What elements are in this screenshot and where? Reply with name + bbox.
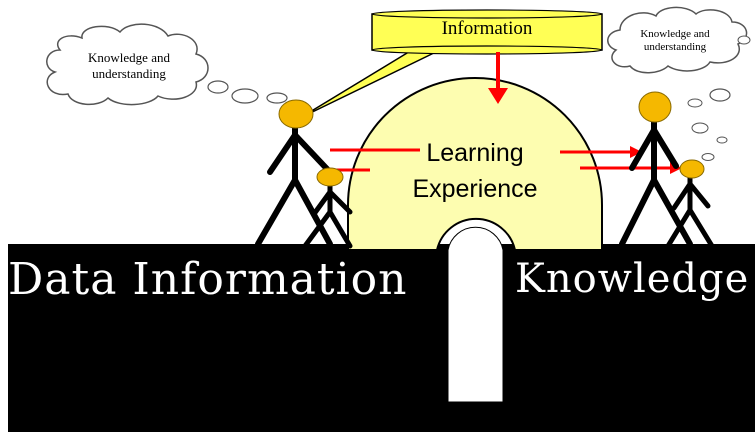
learning-arch: [347, 77, 603, 251]
knowledge-label: Knowledge: [515, 256, 750, 302]
data-information-label: Data Information: [8, 254, 408, 305]
thought-left-line1: Knowledge and: [88, 50, 170, 65]
head-right-child: [679, 159, 705, 179]
stick-figure-right-adult: [619, 119, 693, 247]
arch-doorway: [447, 226, 504, 403]
stick-figure-left-child: [302, 183, 353, 249]
head-left-adult: [278, 99, 314, 129]
stick-figure-right-child: [665, 175, 715, 249]
arch-line2: Experience: [412, 175, 538, 203]
information-callout-label: Information: [441, 18, 533, 39]
thought-cloud-left: [46, 23, 209, 106]
thought-cloud-right: [607, 6, 748, 74]
thought-right-line2: understanding: [643, 41, 707, 53]
thought-left-line2: understanding: [92, 66, 166, 81]
arch-line1: Learning: [426, 139, 524, 167]
ground-band: [8, 244, 755, 432]
thought-right-line1: Knowledge and: [640, 28, 710, 40]
thought-cloud-right-text: Knowledge and understanding: [610, 28, 740, 54]
thought-cloud-left-text: Knowledge and understanding: [54, 50, 204, 82]
head-left-child: [316, 167, 344, 187]
head-right-adult: [638, 91, 672, 123]
learning-experience-label: Learning Experience: [360, 135, 590, 207]
